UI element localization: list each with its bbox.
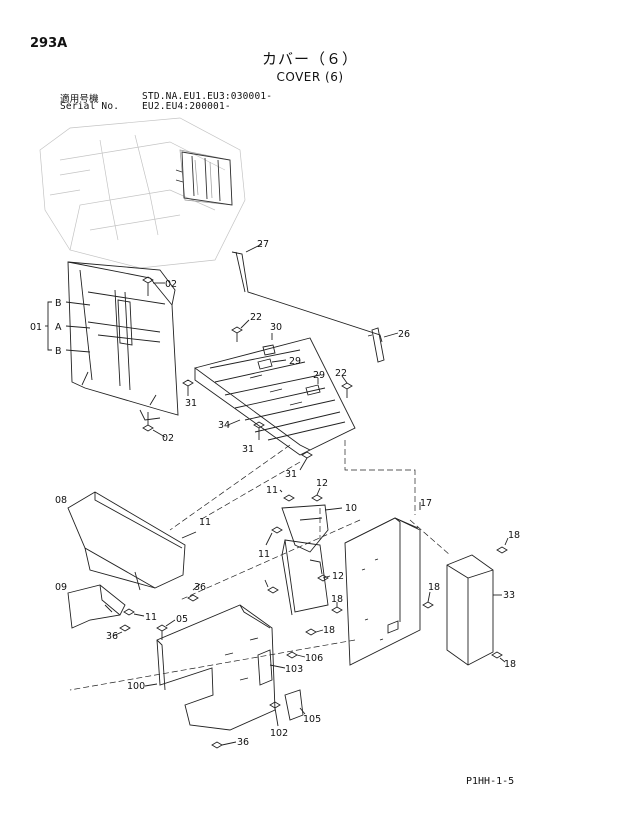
bolt-31-c [299, 451, 313, 471]
bolt-36-c [211, 741, 237, 749]
bracket-09 [67, 584, 126, 629]
clip-30 [262, 333, 276, 356]
callout-18-c: 18 [331, 594, 343, 605]
callout-31-c: 31 [285, 469, 297, 480]
callout-103: 103 [285, 664, 303, 675]
callout-11-e: 11 [145, 612, 157, 623]
callout-05: 05 [176, 614, 188, 625]
page-code: 293A [30, 36, 68, 51]
callout-11-c: 11 [258, 549, 270, 560]
callout-31-b: 31 [242, 444, 254, 455]
callout-17: 17 [420, 498, 432, 509]
callout-a: A [55, 322, 62, 333]
cover-plate-08 [67, 491, 197, 591]
bolt-18-b [422, 591, 434, 609]
bracket-26 [367, 327, 399, 363]
callout-08: 08 [55, 495, 67, 506]
clip-29-b [305, 378, 321, 396]
callout-22-b: 22 [335, 368, 347, 379]
callout-b-bottom: B [55, 346, 62, 357]
bracket-103 [257, 649, 286, 686]
callout-18-a: 18 [508, 530, 520, 541]
box-17 [344, 502, 421, 666]
bolt-05 [156, 619, 176, 640]
callout-labels: 27 02 22 30 26 01 B A B 29 29 22 31 34 3… [30, 239, 520, 748]
callout-33: 33 [503, 590, 515, 601]
plate-100 [144, 604, 276, 731]
callout-29-a: 29 [289, 356, 301, 367]
callout-27: 27 [257, 239, 269, 250]
rod-27 [231, 243, 383, 343]
callout-36-a: 36 [194, 582, 206, 593]
bolt-11-b [279, 489, 295, 502]
callout-100: 100 [127, 681, 145, 692]
serial-value-1: STD.NA.EU1.EU3:030001- [142, 91, 273, 102]
leader-b-bottom [65, 349, 91, 353]
callout-12-a: 12 [316, 478, 328, 489]
bolt-11-d [264, 579, 279, 594]
title-japanese: カバー（６） [261, 50, 358, 68]
callout-105: 105 [303, 714, 321, 725]
bracket-10 [281, 504, 343, 553]
leader-a [65, 325, 91, 329]
side-panel-12 [281, 539, 329, 616]
cover-box-33 [446, 554, 502, 666]
bolt-36-b [112, 624, 131, 637]
callout-18-e: 18 [504, 659, 516, 670]
callout-31-a: 31 [185, 398, 197, 409]
bolt-02-bottom [142, 412, 166, 438]
serial-label-en: Serial No. [60, 101, 120, 112]
bolt-11-c [265, 526, 283, 546]
callout-36-c: 36 [237, 737, 249, 748]
bolt-31-b [253, 421, 265, 440]
mounting-plate-34 [193, 337, 356, 456]
bolt-12-a [311, 487, 323, 502]
callout-102: 102 [270, 728, 288, 739]
bolt-18-c [331, 602, 343, 614]
callout-12-b: 12 [332, 571, 344, 582]
bolt-36-a [187, 583, 201, 602]
bolt-12-b [317, 574, 331, 582]
bolt-18-a [496, 537, 509, 554]
bolt-22-b [341, 375, 353, 398]
serial-label-jp: 適用号機 [60, 94, 99, 105]
callout-02-bottom: 02 [162, 433, 174, 444]
bolt-102 [269, 701, 281, 727]
callout-34: 34 [218, 420, 230, 431]
footer-code: P1HH-1-5 [466, 776, 515, 787]
title-english: COVER (6) [276, 70, 344, 84]
callout-02-top: 02 [165, 279, 177, 290]
clip-29-a [257, 358, 287, 370]
callout-11-b: 11 [266, 485, 278, 496]
callout-b-top: B [55, 298, 62, 309]
callout-26: 26 [398, 329, 410, 340]
serial-value-2: EU2.EU4:200001- [142, 101, 231, 112]
bolt-22-a [231, 319, 250, 342]
bracket-105 [284, 689, 306, 721]
callout-29-b: 29 [313, 370, 325, 381]
bolt-11-a [123, 608, 145, 617]
callout-18-b: 18 [428, 582, 440, 593]
bolt-106 [286, 651, 306, 659]
leader-b-top [65, 301, 91, 306]
bolt-31-a [182, 379, 194, 396]
callout-106: 106 [305, 653, 323, 664]
callout-10: 10 [345, 503, 357, 514]
electrical-box-locator [175, 151, 233, 206]
machine-outline [39, 117, 246, 269]
callout-30: 30 [270, 322, 282, 333]
bolt-18-d [305, 628, 324, 636]
callout-18-d: 18 [323, 625, 335, 636]
callout-01: 01 [30, 322, 42, 333]
callout-36-b: 36 [106, 631, 118, 642]
bolt-18-e [491, 651, 506, 663]
callout-09: 09 [55, 582, 67, 593]
callout-bracket-01 [47, 301, 52, 351]
bolt-02-top [142, 276, 165, 296]
callout-22-a: 22 [250, 312, 262, 323]
cover-panel-01 [67, 261, 179, 421]
dashed-alignment-lines [69, 440, 451, 691]
callout-11-a: 11 [199, 517, 211, 528]
